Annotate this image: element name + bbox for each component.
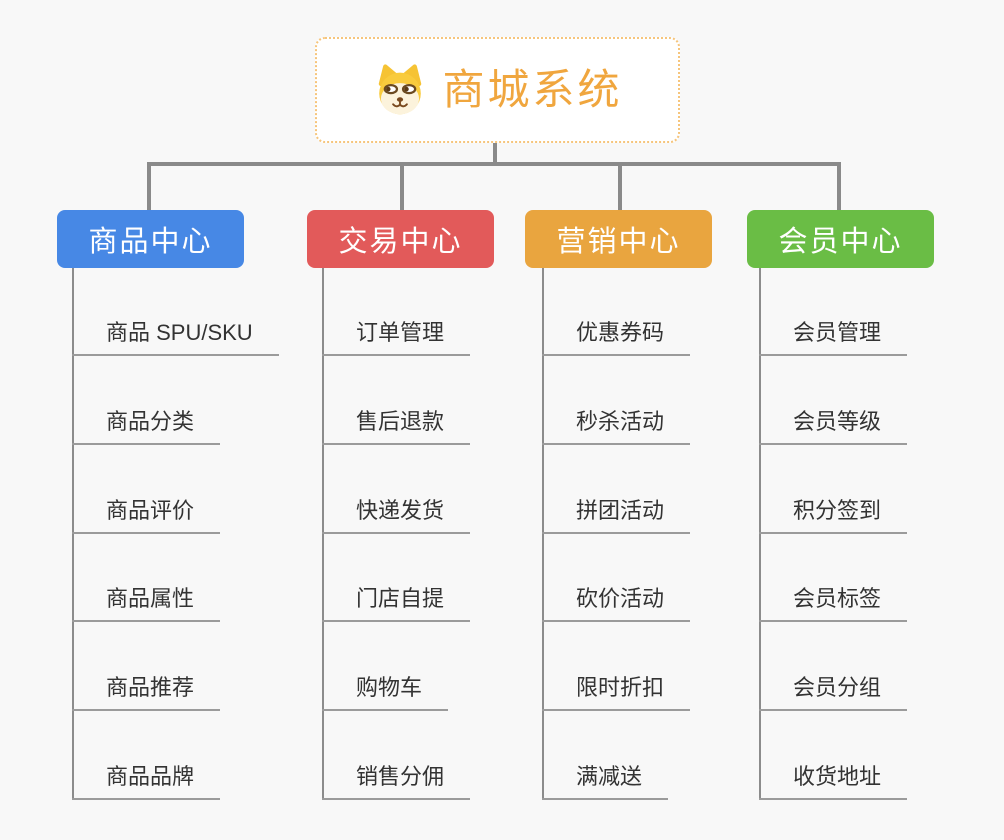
child-topic[interactable]: 商品推荐 (72, 665, 221, 711)
dog-face-icon (379, 64, 422, 115)
root-title: 商城系统 (442, 66, 623, 113)
branch-child-line-goods (72, 268, 74, 800)
connector-drop-trade (400, 162, 404, 210)
child-topic[interactable]: 优惠券码 (542, 310, 691, 356)
child-topic[interactable]: 商品品牌 (72, 754, 221, 800)
connector-drop-marketing (618, 162, 622, 210)
connector-bus (147, 162, 841, 166)
child-topic[interactable]: 限时折扣 (542, 665, 691, 711)
child-topic[interactable]: 收货地址 (759, 754, 908, 800)
branch-child-line-marketing (542, 268, 544, 800)
child-topic[interactable]: 拼团活动 (542, 488, 691, 534)
child-topic[interactable]: 满减送 (542, 754, 669, 800)
child-topic[interactable]: 秒杀活动 (542, 399, 691, 445)
root-node[interactable]: 商城系统 (315, 37, 680, 143)
child-topic[interactable]: 购物车 (322, 665, 449, 711)
child-topic[interactable]: 会员等级 (759, 399, 908, 445)
branch-child-line-trade (322, 268, 324, 800)
connector-drop-member (837, 162, 841, 210)
branch-node-marketing-center[interactable]: 营销中心 (525, 210, 712, 268)
branch-child-line-member (759, 268, 761, 800)
child-topic[interactable]: 会员分组 (759, 665, 908, 711)
child-topic[interactable]: 积分签到 (759, 488, 908, 534)
connector-drop-goods (147, 162, 151, 210)
child-topic[interactable]: 商品分类 (72, 399, 221, 445)
child-topic[interactable]: 销售分佣 (322, 754, 471, 800)
branch-node-trade-center[interactable]: 交易中心 (307, 210, 494, 268)
child-topic[interactable]: 订单管理 (322, 310, 471, 356)
branch-node-member-center[interactable]: 会员中心 (747, 210, 934, 268)
connector-stem (493, 143, 497, 164)
branch-node-goods-center[interactable]: 商品中心 (57, 210, 244, 268)
child-topic[interactable]: 商品属性 (72, 576, 221, 622)
child-topic[interactable]: 商品评价 (72, 488, 221, 534)
child-topic[interactable]: 售后退款 (322, 399, 471, 445)
child-topic[interactable]: 商品 SPU/SKU (72, 310, 279, 356)
child-topic[interactable]: 会员管理 (759, 310, 908, 356)
child-topic[interactable]: 门店自提 (322, 576, 471, 622)
child-topic[interactable]: 会员标签 (759, 576, 908, 622)
child-topic[interactable]: 砍价活动 (542, 576, 691, 622)
child-topic[interactable]: 快递发货 (322, 488, 471, 534)
